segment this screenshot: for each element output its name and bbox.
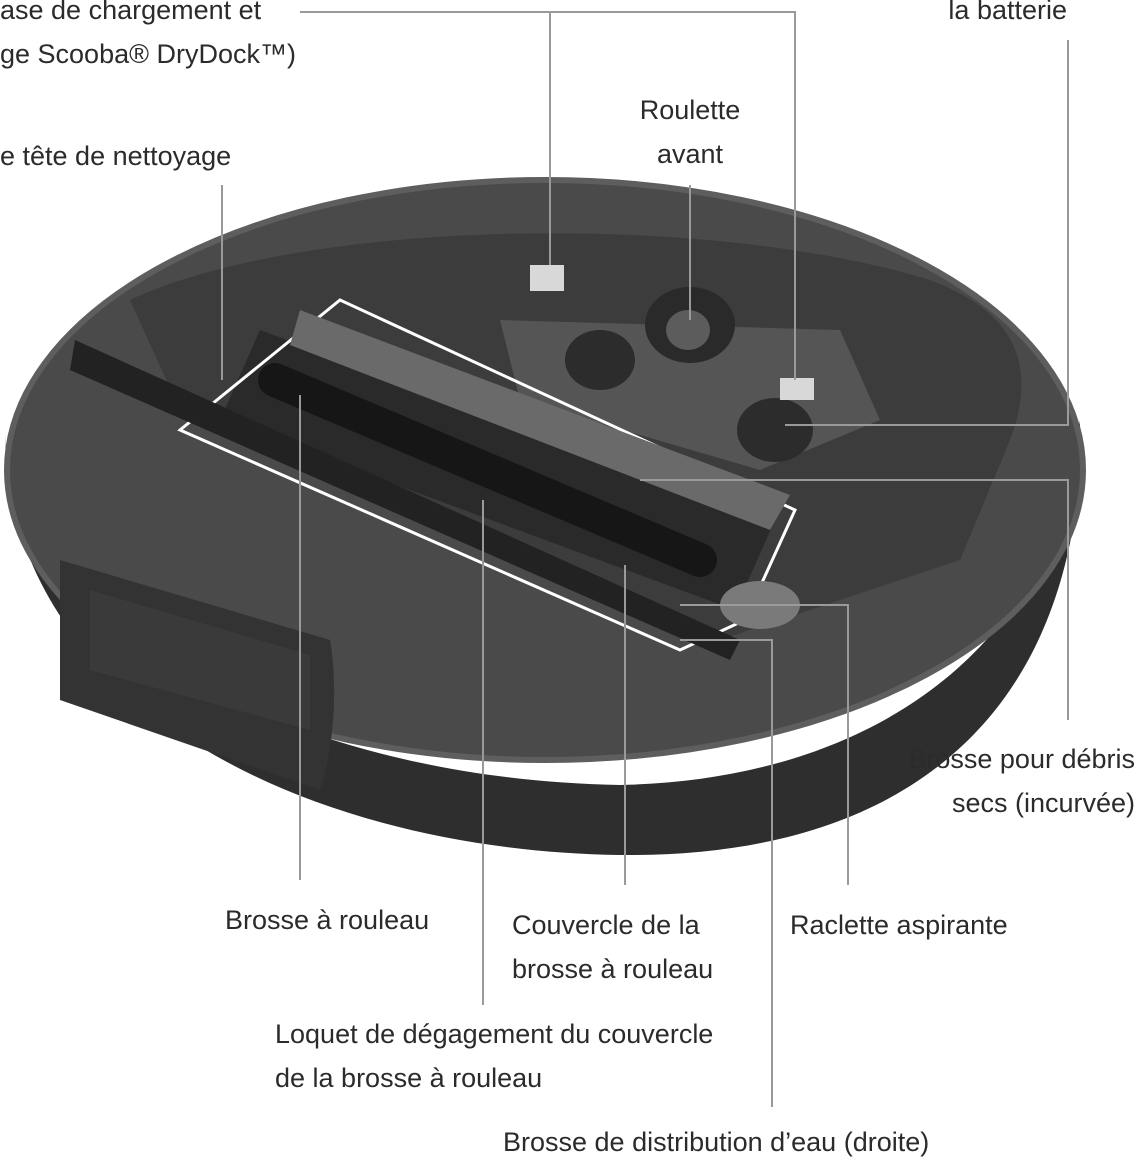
label-squeegee: Raclette aspirante <box>790 903 1008 947</box>
label-dry-debris-brush-line2: secs (incurvée) <box>951 788 1135 818</box>
label-cover-latch: Loquet de dégagement du couvercle de la … <box>275 1012 713 1100</box>
label-front-caster-line2: avant <box>656 139 724 169</box>
label-roller-brush-line1: Brosse à rouleau <box>225 905 430 935</box>
label-roller-brush-cover: Couvercle de la brosse à rouleau <box>512 903 713 991</box>
leader-charging-base <box>300 11 796 380</box>
label-cover-latch-line1: Loquet de dégagement du couvercle <box>275 1019 714 1049</box>
label-water-brush-line1: Brosse de distribution d’eau (droite) <box>503 1127 930 1157</box>
roller-brush-cover <box>290 310 790 530</box>
label-cover-latch-line2: de la brosse à rouleau <box>275 1063 543 1093</box>
label-charging-base-line1: ase de chargement et <box>0 0 262 25</box>
label-charging-base-line2: ge Scooba® DryDock™) <box>0 39 296 69</box>
label-dry-debris-brush: Brosse pour débris secs (incurvée) <box>908 737 1135 825</box>
robot-rim <box>4 177 1086 763</box>
label-water-brush: Brosse de distribution d’eau (droite) <box>503 1120 929 1164</box>
leader-battery <box>785 40 1069 426</box>
label-roller-brush: Brosse à rouleau <box>225 898 429 942</box>
leader-squeegee <box>680 604 849 885</box>
roller-brush <box>258 363 717 577</box>
label-roller-brush-cover-line1: Couvercle de la <box>512 910 700 940</box>
label-charging-base: ase de chargement et ge Scooba® DryDock™… <box>0 0 296 76</box>
battery-screw-1 <box>565 330 635 390</box>
label-cleaning-head: e tête de nettoyage <box>0 134 231 178</box>
squeegee-bar <box>70 340 740 660</box>
leader-dry-debris-brush <box>640 479 1069 720</box>
contact-pad-1 <box>530 265 564 291</box>
front-caster-wheel <box>666 310 710 350</box>
leader-water-brush <box>680 639 773 1107</box>
label-dry-debris-brush-line1: Brosse pour débris <box>908 744 1135 774</box>
contact-pad-2 <box>780 378 814 400</box>
label-front-caster: Roulette avant <box>620 88 760 176</box>
label-cleaning-head-line1: e tête de nettoyage <box>0 141 232 171</box>
label-battery: la batterie <box>948 0 1067 32</box>
label-squeegee-line1: Raclette aspirante <box>790 910 1008 940</box>
battery-screw-2 <box>737 398 813 462</box>
label-battery-line1: la batterie <box>948 0 1067 25</box>
label-front-caster-line1: Roulette <box>639 95 741 125</box>
bumper-inset <box>90 590 310 730</box>
label-roller-brush-cover-line2: brosse à rouleau <box>512 954 714 984</box>
